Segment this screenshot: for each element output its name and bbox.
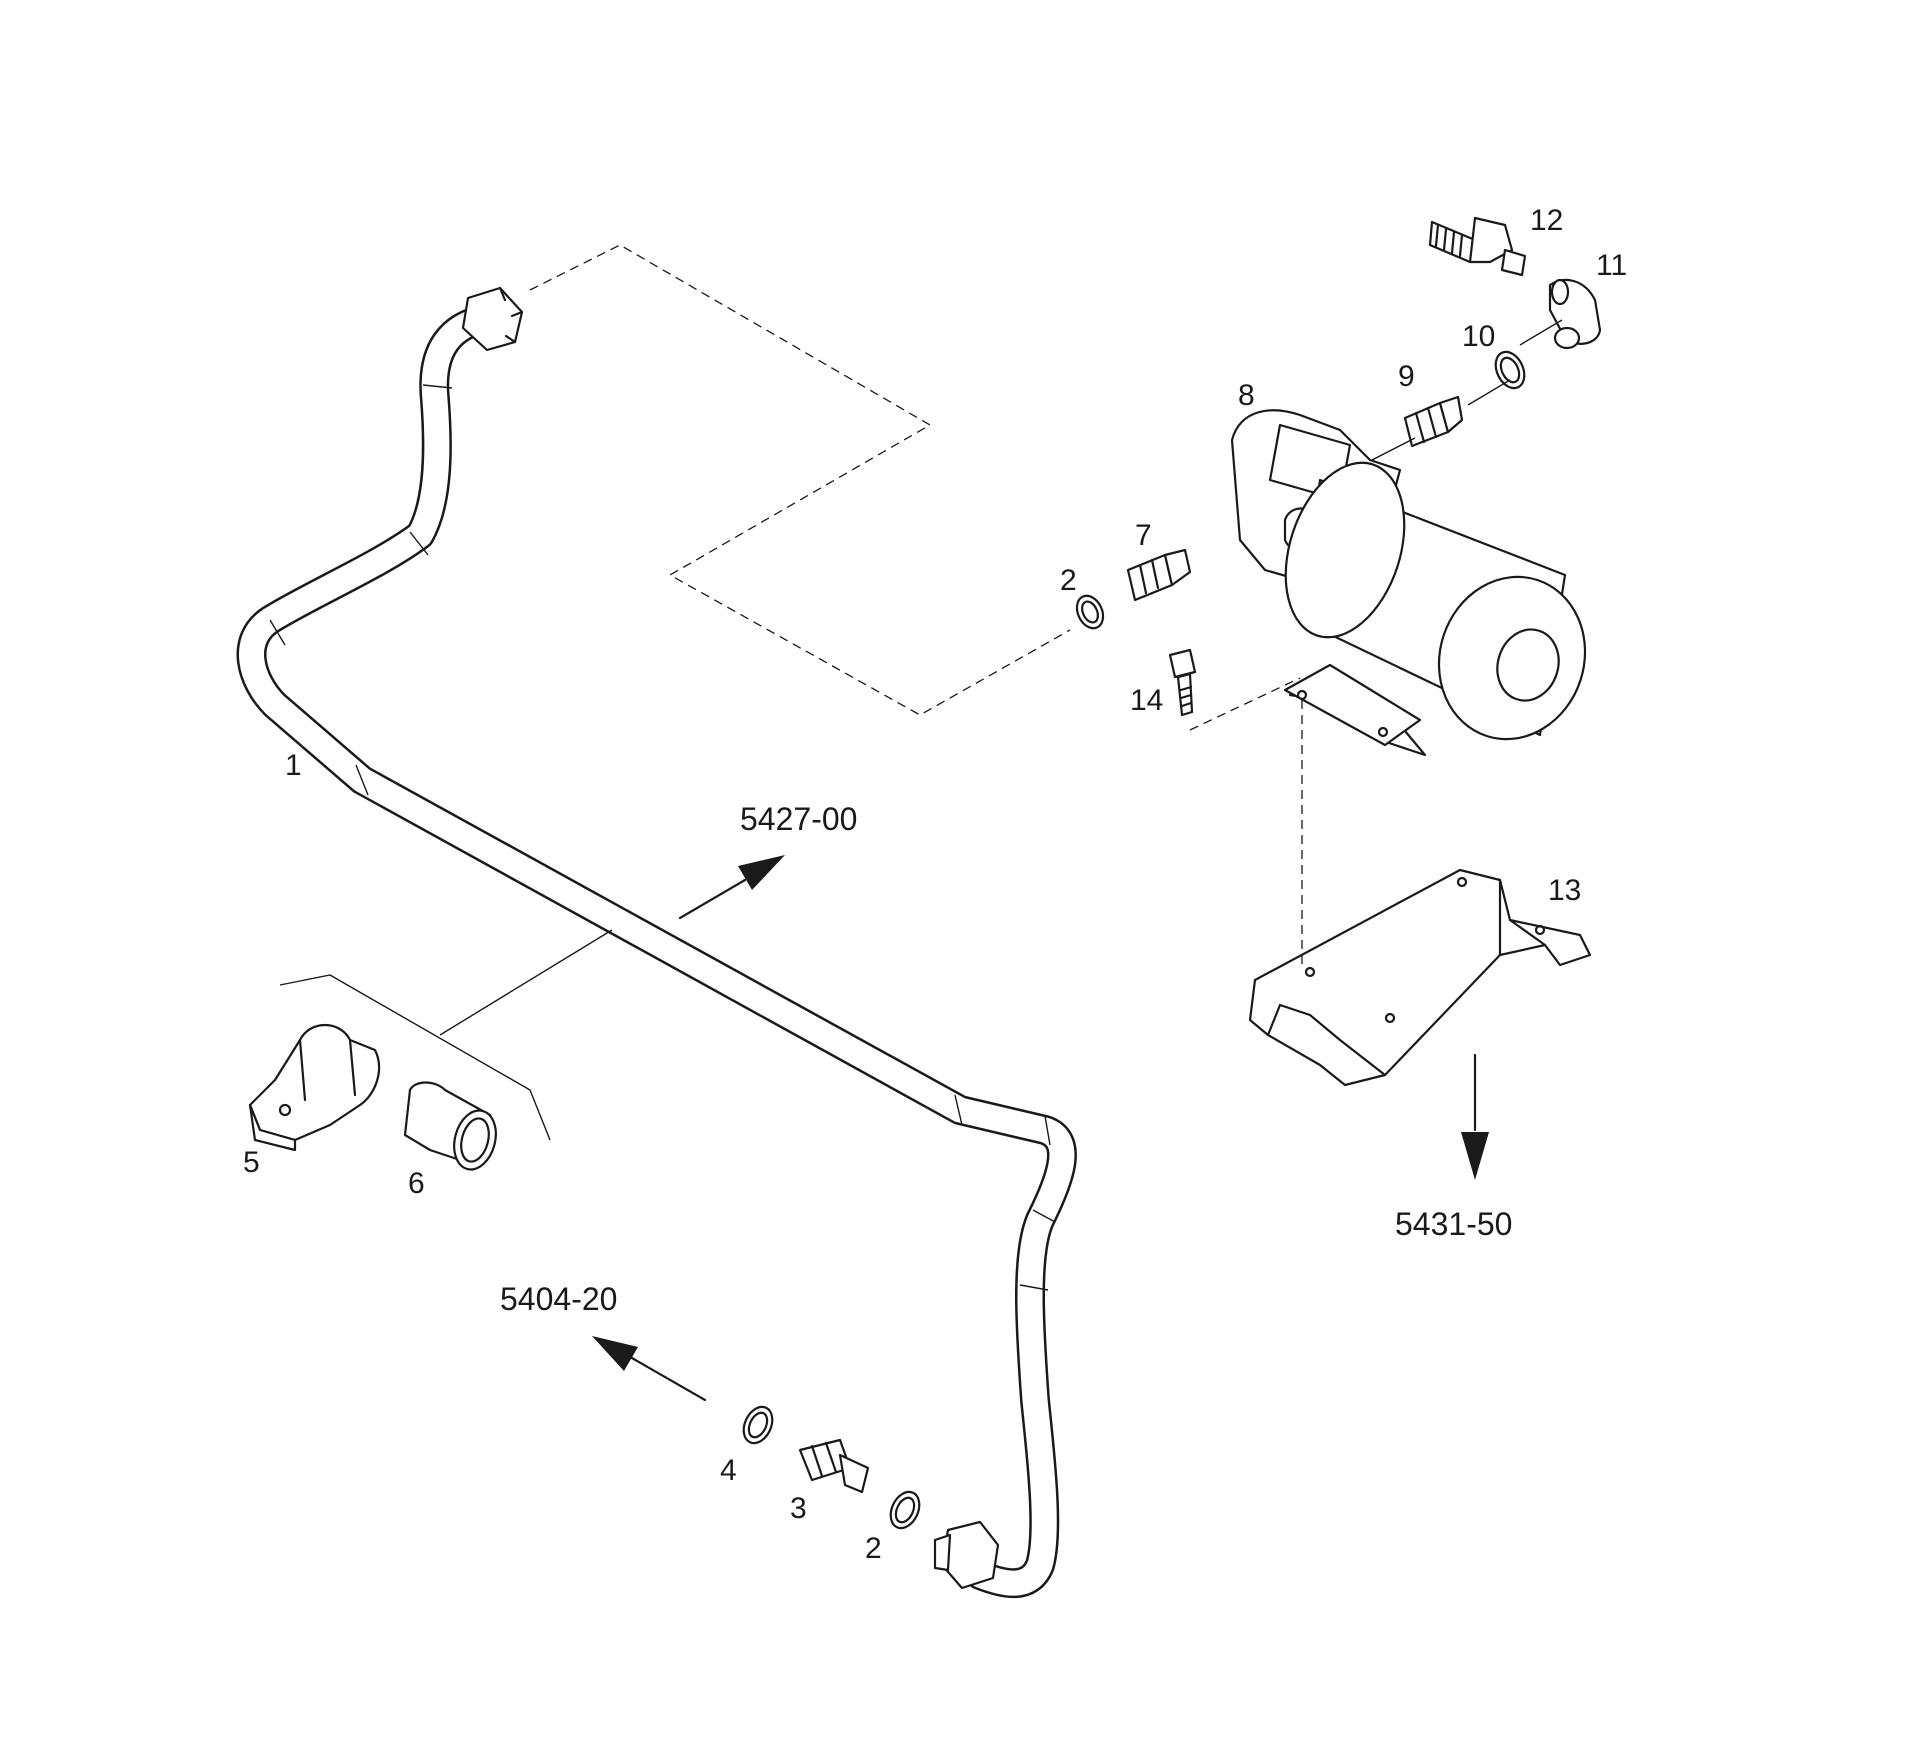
part-label-12: 12 bbox=[1530, 204, 1563, 237]
part-label-2-top: 2 bbox=[1060, 564, 1077, 597]
ref-label-5427-00: 5427-00 bbox=[740, 801, 857, 837]
seal-ring-10 bbox=[1494, 350, 1526, 390]
bolt-14 bbox=[1168, 648, 1197, 717]
part-label-10: 10 bbox=[1462, 320, 1495, 353]
part-label-9: 9 bbox=[1398, 360, 1415, 393]
clamp-5 bbox=[248, 1024, 380, 1152]
ref-label-5431-50: 5431-50 bbox=[1395, 1206, 1512, 1242]
nipple-9 bbox=[1403, 395, 1464, 448]
part-label-1: 1 bbox=[285, 749, 302, 782]
arrow-5427-00 bbox=[678, 855, 785, 920]
ref-label-5404-20: 5404-20 bbox=[500, 1281, 617, 1317]
part-label-11: 11 bbox=[1596, 249, 1627, 282]
pipe-end-nut-bottom bbox=[933, 1520, 1000, 1590]
seal-ring-2-top bbox=[1075, 594, 1105, 630]
part-label-6: 6 bbox=[408, 1167, 425, 1200]
seal-ring-4 bbox=[742, 1405, 774, 1445]
section-outline bbox=[279, 929, 613, 1141]
part-label-7: 7 bbox=[1135, 519, 1152, 552]
nipple-7 bbox=[1126, 548, 1192, 602]
part-label-4: 4 bbox=[720, 1454, 737, 1487]
elbow-11 bbox=[1548, 278, 1602, 350]
pump-motor bbox=[1230, 409, 1587, 757]
seal-ring-2-bottom bbox=[889, 1490, 921, 1530]
pipe-end-nut-top bbox=[461, 286, 524, 352]
assembly-lines bbox=[529, 244, 1563, 970]
bushing-6 bbox=[403, 1081, 497, 1171]
part-label-14: 14 bbox=[1130, 684, 1163, 717]
nipple-3 bbox=[798, 1438, 870, 1494]
part-label-2-bottom: 2 bbox=[865, 1532, 882, 1565]
pipe-assembly bbox=[236, 286, 1077, 1599]
part-label-3: 3 bbox=[790, 1492, 807, 1525]
part-label-13: 13 bbox=[1548, 874, 1581, 907]
arrow-5431-50 bbox=[1461, 1053, 1489, 1180]
mounting-bracket bbox=[1248, 868, 1592, 1087]
connector-12 bbox=[1428, 216, 1527, 277]
part-label-5: 5 bbox=[243, 1146, 260, 1179]
arrow-5404-20 bbox=[592, 1336, 707, 1402]
part-label-8: 8 bbox=[1238, 379, 1255, 412]
